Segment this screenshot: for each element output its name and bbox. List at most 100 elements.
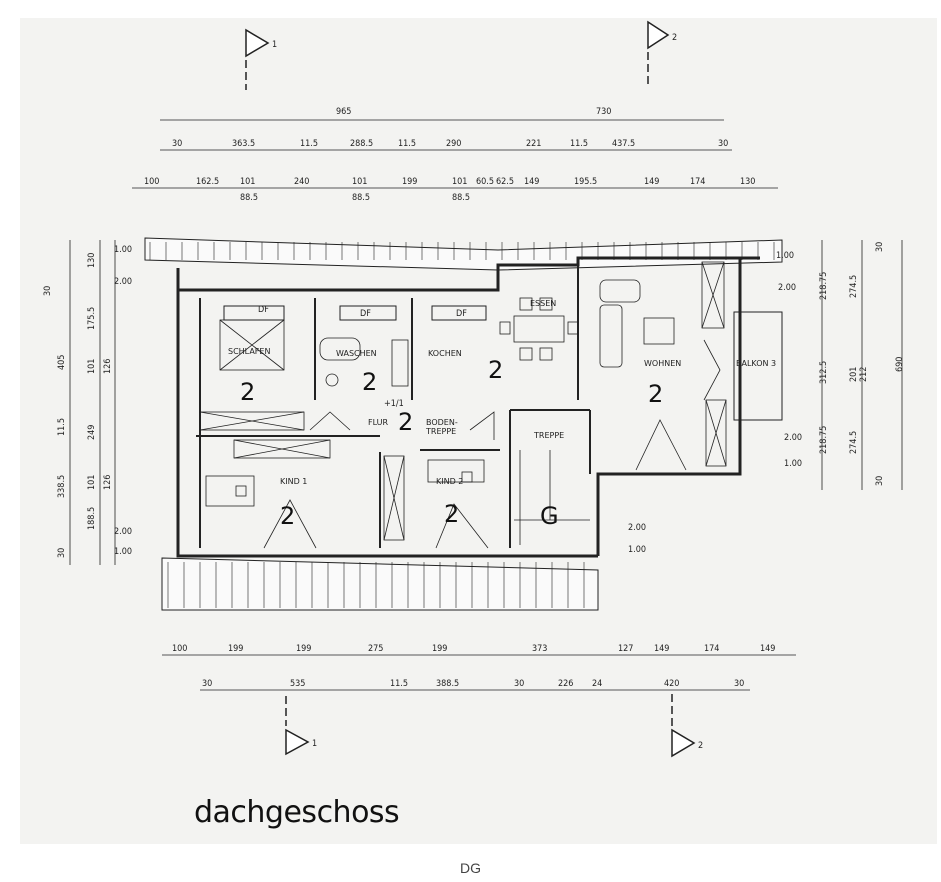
df-label-3: DF [456, 309, 467, 319]
levelsLeft-value: 2.00 [114, 527, 132, 537]
dimsTop3-value: 60.5 [476, 177, 494, 187]
dimsBot1-value: 373 [532, 644, 547, 654]
dimsTop3-value: 62.5 [496, 177, 514, 187]
sofa [599, 279, 675, 368]
dimsLeft-value: 11.5 [57, 418, 67, 436]
dimsLeft-value: 101 [87, 359, 97, 374]
dimsRight-value: 274.5 [849, 275, 859, 298]
dimsTop2-value: 363.5 [232, 139, 255, 149]
dining-table [499, 297, 579, 361]
room-unit-waschen: 2 [362, 368, 377, 396]
df-label-1: DF [258, 305, 269, 315]
dimsTop3b-value: 88.5 [452, 193, 470, 203]
dimsLeft-value: 30 [43, 286, 53, 296]
dimsBot1-value: 199 [228, 644, 243, 654]
room-label-bodentreppe-2: TREPPE [425, 427, 456, 436]
room-label-kind2: KIND 2 [436, 477, 463, 486]
room-unit-schlafen: 2 [240, 378, 255, 406]
room-label-flur: FLUR [368, 418, 389, 427]
dimsBot2-value: 535 [290, 679, 305, 689]
dimsBot2-value: 226 [558, 679, 573, 689]
levelsRight-value: 2.00 [778, 283, 796, 293]
desks [205, 459, 485, 507]
room-label-waschen: WASCHEN [336, 349, 377, 358]
dimsTop3-value: 130 [740, 177, 755, 187]
dimsRight-value: 274.5 [849, 431, 859, 454]
section-marker-1-top [245, 28, 270, 90]
drawing-title: dachgeschoss [194, 795, 400, 830]
dimsRight-value: 212 [859, 367, 869, 382]
dimsTop2-value: 437.5 [612, 139, 635, 149]
dimsBot2-value: 388.5 [436, 679, 459, 689]
plan-sheet: DF DF DF SCHLAFEN 2 WASCHEN 2 KOCHEN 2 E… [20, 18, 937, 844]
dimension-lines-left [69, 240, 116, 565]
df-label-2: DF [360, 309, 371, 319]
dimsTop3b-value: 88.5 [352, 193, 370, 203]
dimension-row-top-3b: 88.5 88.5 88.5 [240, 193, 470, 203]
dimsRight-value: 312.5 [819, 361, 829, 384]
dimsRight-value: 30 [875, 242, 885, 252]
dimsBot2-value: 30 [734, 679, 744, 689]
image-caption: DG [460, 860, 481, 876]
dimsLeft-value: 126 [103, 475, 113, 490]
room-unit-wohnen: 2 [648, 380, 663, 408]
dimsBot2-value: 30 [514, 679, 524, 689]
dimsLeft-value: 175.5 [87, 307, 97, 330]
dimsTop1-value: 730 [596, 107, 611, 117]
dimsTop3-value: 101 [352, 177, 367, 187]
dimsTop3-value: 101 [452, 177, 467, 187]
dimsTop3-value: 199 [402, 177, 417, 187]
dimsBot2-value: 24 [592, 679, 602, 689]
room-unit-kochen: 2 [488, 356, 503, 384]
levelsRight-value: 2.00 [784, 433, 802, 443]
room-label-schlafen: SCHLAFEN [228, 347, 270, 356]
dimsRight-value: 30 [875, 476, 885, 486]
dimsTop3-value: 162.5 [196, 177, 219, 187]
room-label-wohnen: WOHNEN [644, 359, 681, 368]
dimsTop3-value: 195.5 [574, 177, 597, 187]
bathroom-fixtures [319, 337, 409, 387]
level-marks-right: 1.002.002.001.002.001.00 [628, 251, 802, 555]
dimsTop2-value: 11.5 [300, 139, 318, 149]
dimsTop3-value: 101 [240, 177, 255, 187]
dimsTop3-value: 149 [524, 177, 539, 187]
dimsLeft-value: 338.5 [57, 475, 67, 498]
wardrobes [199, 261, 727, 541]
dimsTop2-value: 221 [526, 139, 541, 149]
levelsRight-value: 1.00 [784, 459, 802, 469]
dimsLeft-value: 126 [103, 359, 113, 374]
dimsTop3-value: 174 [690, 177, 705, 187]
room-unit-kind2: 2 [444, 500, 459, 528]
door-swings [263, 339, 721, 549]
dimsBot1-value: 149 [760, 644, 775, 654]
dimsBot1-value: 199 [296, 644, 311, 654]
dimsLeft-value: 101 [87, 475, 97, 490]
dimsTop3b-value: 88.5 [240, 193, 258, 203]
room-label-treppe: TREPPE [533, 431, 564, 440]
section-label-2-bottom: 2 [698, 741, 703, 751]
dimsRight-value: 690 [895, 357, 905, 372]
levelsRight-value: 1.00 [628, 545, 646, 555]
exterior-walls [176, 256, 760, 558]
room-label-bodentreppe-1: BODEN- [426, 418, 458, 427]
levelsRight-value: 1.00 [776, 251, 794, 261]
room-unit-kind1: 2 [280, 502, 295, 530]
floor-plan-drawing: DF DF DF SCHLAFEN 2 WASCHEN 2 KOCHEN 2 E… [43, 20, 905, 758]
dimsLeft-value: 405 [57, 355, 67, 370]
dimension-lines-top [132, 119, 778, 189]
room-unit-flur: 2 [398, 408, 413, 436]
dimsBot1-value: 100 [172, 644, 187, 654]
dimsTop1-value: 965 [336, 107, 351, 117]
dimsLeft-value: 30 [57, 548, 67, 558]
dimsTop2-value: 288.5 [350, 139, 373, 149]
section-marker-2-top [647, 20, 670, 86]
dimsTop2-value: 11.5 [570, 139, 588, 149]
section-label-2-top: 2 [672, 33, 677, 43]
section-label-1-top: 1 [272, 40, 277, 50]
dimsTop3-value: 149 [644, 177, 659, 187]
levelsLeft-value: 2.00 [114, 277, 132, 287]
dimsLeft-value: 188.5 [87, 507, 97, 530]
